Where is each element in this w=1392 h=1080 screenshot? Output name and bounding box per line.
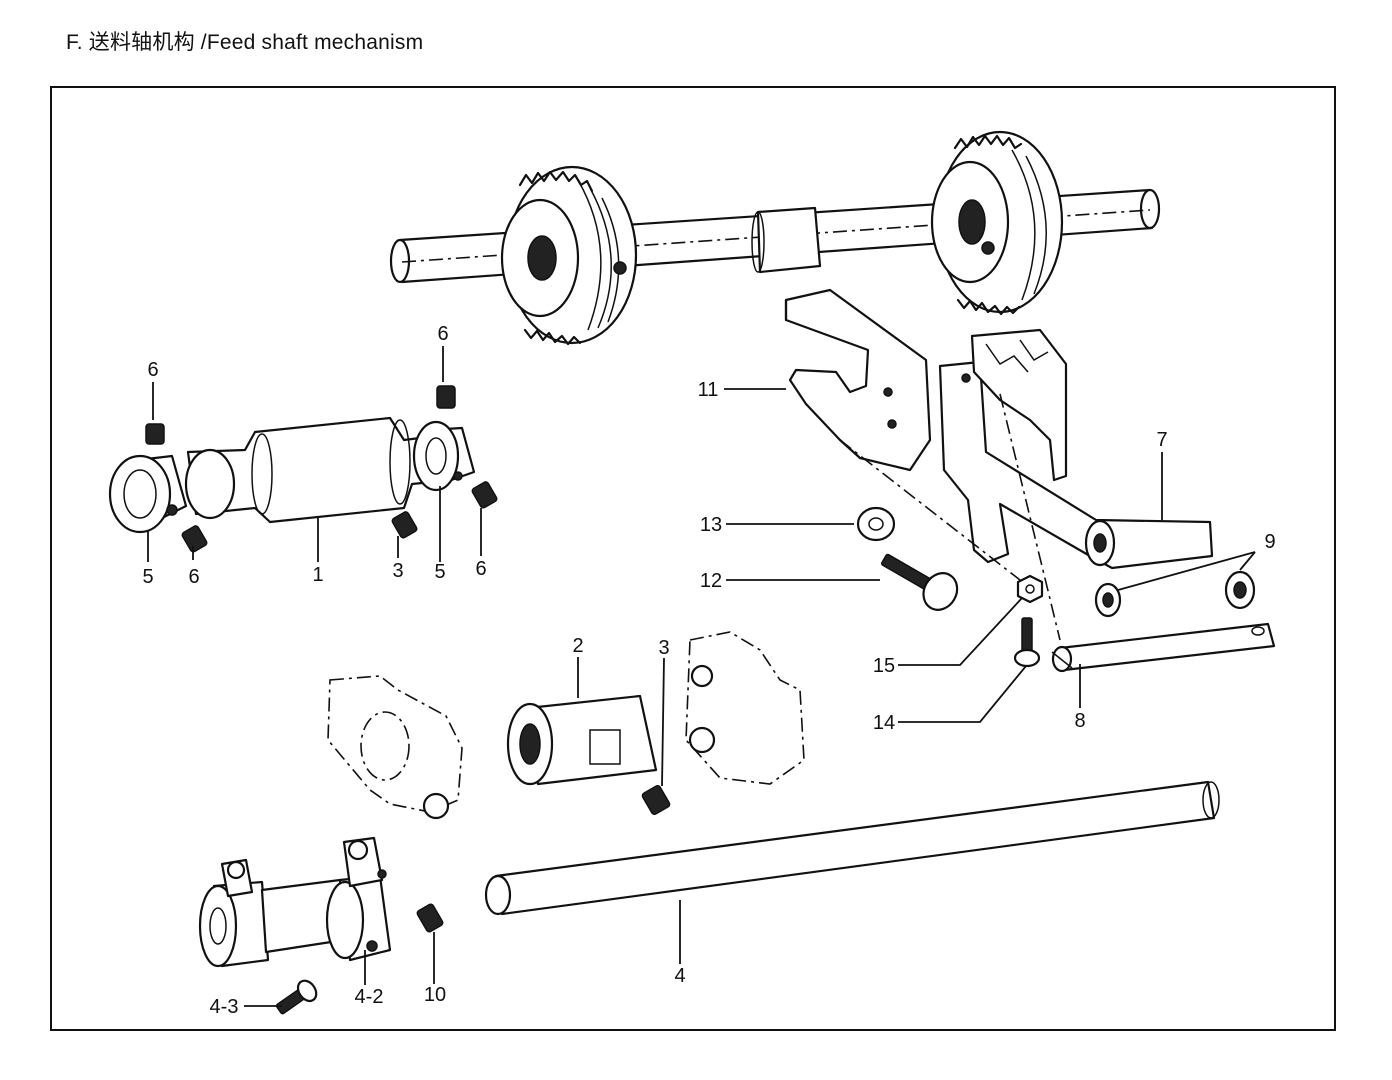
callout-1: 1 bbox=[312, 564, 323, 586]
callout-12: 12 bbox=[700, 570, 722, 592]
part-10-screw bbox=[416, 903, 444, 933]
part-13-washer bbox=[856, 506, 896, 542]
part-4-3-screw bbox=[275, 979, 318, 1015]
callout-4-2: 4-2 bbox=[355, 986, 384, 1008]
part-1-shaft bbox=[184, 416, 434, 524]
callout-labels: 6 6 5 6 1 3 5 6 2 3 4 4-2 4-3 10 11 7 9 … bbox=[142, 323, 1275, 1018]
part-5-left-collar bbox=[108, 454, 188, 534]
assembly-centerlines bbox=[839, 393, 1061, 641]
callout-6-right-bottom: 6 bbox=[475, 558, 486, 580]
part-7-rocker-arm bbox=[938, 328, 1214, 570]
callout-7: 7 bbox=[1156, 429, 1167, 451]
callout-11: 11 bbox=[698, 379, 719, 401]
part-9-washers bbox=[1094, 570, 1256, 618]
part-14-screw bbox=[1013, 617, 1041, 668]
right-crank-phantom bbox=[685, 631, 805, 785]
callout-3-lower: 3 bbox=[658, 637, 669, 659]
part-8-pin bbox=[1051, 622, 1276, 673]
callout-3-upper: 3 bbox=[392, 560, 403, 582]
page-title: F. 送料轴机构 /Feed shaft mechanism bbox=[66, 31, 424, 54]
callout-14: 14 bbox=[873, 712, 895, 734]
part-4-2-fork bbox=[198, 836, 392, 968]
callout-4: 4 bbox=[674, 965, 685, 987]
right-feed-gear bbox=[930, 130, 1064, 316]
callout-2: 2 bbox=[572, 635, 583, 657]
part-2-sleeve bbox=[506, 694, 658, 786]
part-3-lower-screw bbox=[641, 784, 671, 816]
callout-6-left-bottom: 6 bbox=[188, 566, 199, 588]
diagram-frame bbox=[50, 86, 1336, 1031]
callout-10: 10 bbox=[424, 984, 446, 1006]
leader-lines bbox=[147, 346, 1256, 1007]
left-feed-gear bbox=[500, 165, 638, 346]
callout-9: 9 bbox=[1264, 531, 1275, 553]
callout-5-right: 5 bbox=[434, 561, 445, 583]
callout-8: 8 bbox=[1074, 710, 1085, 732]
callout-5-left: 5 bbox=[142, 566, 153, 588]
set-screws-6-3 bbox=[145, 385, 498, 553]
part-15-nut bbox=[1016, 574, 1044, 604]
callout-4-3: 4-3 bbox=[210, 996, 239, 1018]
part-4-shaft bbox=[484, 780, 1220, 916]
callout-6-left-top: 6 bbox=[147, 359, 158, 381]
part-12-screw bbox=[881, 553, 959, 611]
left-crank-phantom bbox=[327, 675, 463, 820]
callout-6-right-top: 6 bbox=[437, 323, 448, 345]
callout-13: 13 bbox=[700, 514, 722, 536]
part-5-right-collar bbox=[412, 420, 476, 492]
callout-15: 15 bbox=[873, 655, 895, 677]
part-11-feed-fork bbox=[784, 288, 932, 472]
